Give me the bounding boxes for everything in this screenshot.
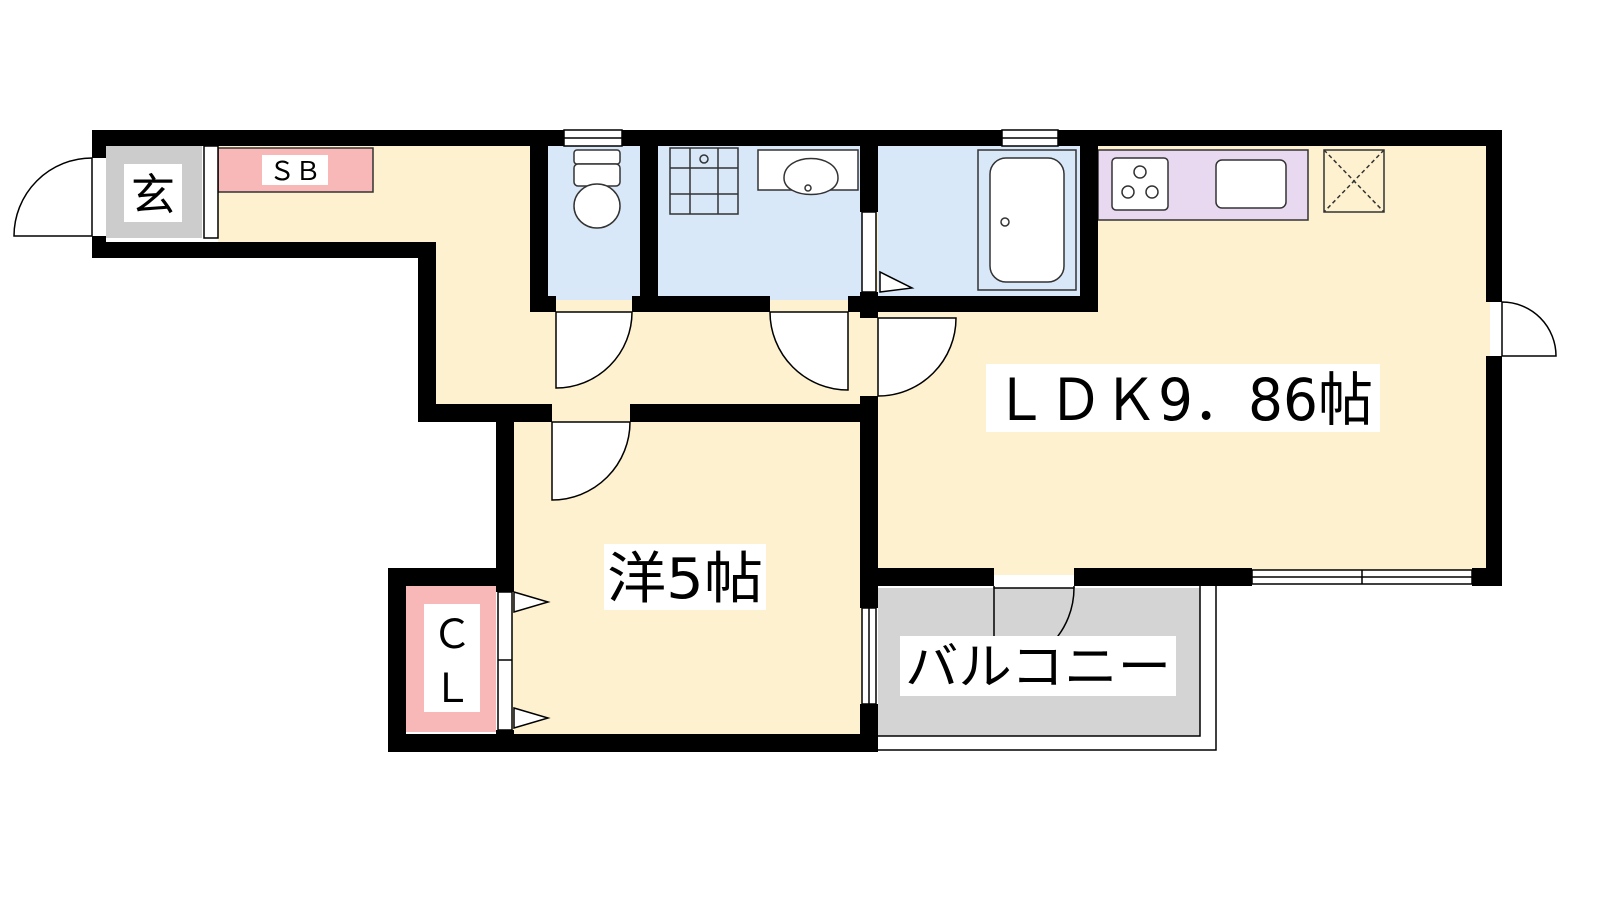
labels: 玄 ＳＢ ＬＤＫ9．86帖 洋5帖 Ｃ Ｌ バルコニー [124,155,1380,712]
side-window-icon [1501,301,1557,357]
bath-door-icon [879,270,915,293]
balcony-label: バルコニー [905,638,1171,696]
stove-icon [1111,157,1169,211]
windows [203,129,1473,731]
entry-door-icon [13,157,93,237]
closet-door-top-icon [513,590,551,614]
sink-icon [757,149,859,196]
floor-fills [106,145,1490,743]
bathtub-icon [977,149,1077,291]
hallway-floor [218,145,870,413]
room-door-icon [551,421,631,501]
closet-label-bottom: Ｌ [432,666,472,712]
ldk-label: ＬＤＫ9．86帖 [993,366,1373,434]
closet-door-bottom-icon [513,706,551,730]
balcony-rail [878,586,1217,751]
washing-machine-icon [669,147,739,215]
walls [92,130,1502,752]
entrance-label: 玄 [131,170,175,221]
toilet-icon [573,149,621,229]
fixtures [573,147,1385,291]
kitchen-sink-icon [1215,159,1287,209]
door-swings [13,157,1557,730]
entrance-frame [203,145,219,239]
shoe-box-label: ＳＢ [269,157,321,187]
ldk-door-icon [877,317,957,397]
refrigerator-space-icon [1323,149,1385,213]
bath-door-frame [861,211,877,293]
closet-frame [497,591,513,731]
western-room-label: 洋5帖 [607,547,763,612]
closet-label-top: Ｃ [432,612,472,658]
toilet-door-icon [555,311,633,389]
washroom-door-icon [769,311,849,391]
